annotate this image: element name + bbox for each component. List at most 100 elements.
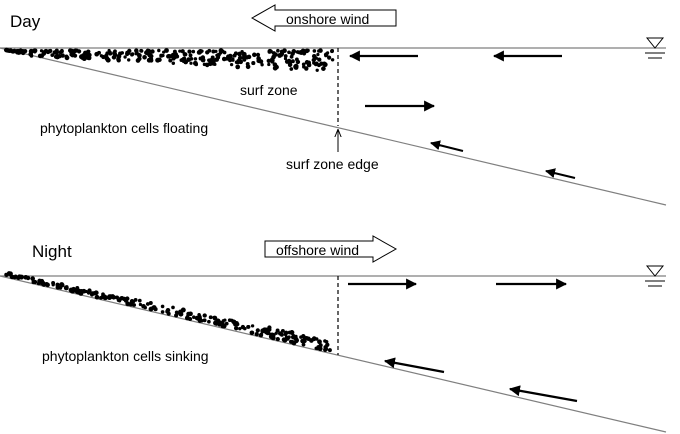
phytoplankton-cell [43, 49, 48, 54]
phytoplankton-cell [12, 275, 17, 280]
phytoplankton-cell [304, 335, 309, 340]
phytoplankton-cell [102, 295, 108, 301]
night-panel: Night offshore wind phytoplankton cells … [0, 235, 667, 433]
phytoplankton-cell [193, 57, 198, 61]
day-phytoplankton-cells [4, 47, 335, 72]
phytoplankton-cell [191, 49, 196, 54]
phytoplankton-cell [217, 322, 222, 327]
phytoplankton-cell [135, 58, 141, 63]
phytoplankton-cell [116, 58, 121, 63]
phytoplankton-cell [221, 319, 225, 323]
phytoplankton-cell [73, 288, 79, 293]
phytoplankton-cell [194, 62, 199, 67]
phytoplankton-cell [318, 343, 323, 348]
phytoplankton-cell [230, 318, 234, 322]
phytoplankton-cell [192, 315, 196, 319]
phytoplankton-cell [146, 48, 152, 54]
phytoplankton-cell [139, 48, 143, 53]
phytoplankton-cell [227, 57, 233, 63]
phytoplankton-cell [233, 51, 238, 56]
phytoplankton-cell [25, 275, 31, 281]
phytoplankton-cell [315, 68, 319, 72]
phytoplankton-cell [150, 49, 155, 54]
phytoplankton-cell [20, 48, 25, 54]
phytoplankton-cell [255, 52, 261, 57]
phytoplankton-cell [280, 53, 284, 57]
phytoplankton-cell [31, 49, 35, 53]
phytoplankton-cell [244, 55, 250, 60]
phytoplankton-cell [123, 298, 129, 303]
phytoplankton-cell [280, 328, 285, 333]
phytoplankton-cell [313, 62, 318, 67]
phytoplankton-cell [232, 321, 236, 325]
phytoplankton-cell [198, 56, 203, 61]
phytoplankton-cell [134, 48, 139, 53]
phytoplankton-cell [126, 58, 131, 62]
phytoplankton-cell [241, 51, 247, 57]
phytoplankton-cell [316, 52, 320, 57]
phytoplankton-cell [157, 48, 161, 53]
phytoplankton-cell [128, 301, 133, 307]
day-bottom-current-arrow-2 [545, 168, 576, 179]
phytoplankton-cell [16, 275, 21, 280]
phytoplankton-cell [241, 55, 246, 60]
phytoplankton-cell [266, 58, 271, 64]
phytoplankton-cell [295, 59, 301, 65]
phytoplankton-cell [317, 339, 322, 345]
phytoplankton-cell [32, 279, 38, 285]
phytoplankton-cell [94, 51, 100, 57]
phytoplankton-cell [282, 48, 287, 54]
phytoplankton-cell [159, 53, 164, 58]
phytoplankton-cell [153, 307, 158, 312]
phytoplankton-cell [200, 49, 204, 53]
phytoplankton-cell [137, 53, 142, 58]
phytoplankton-cell [284, 59, 290, 64]
phytoplankton-cell [143, 305, 147, 310]
night-bottom-current-arrow-2 [508, 385, 578, 403]
phytoplankton-cell [214, 49, 218, 54]
phytoplankton-cell [274, 331, 278, 335]
phytoplankton-cell [142, 55, 147, 60]
phytoplankton-cell [189, 56, 194, 61]
phytoplankton-cell [283, 332, 288, 337]
phytoplankton-cell [8, 48, 13, 53]
phytoplankton-cell [70, 48, 74, 53]
phytoplankton-cell [105, 51, 109, 55]
phytoplankton-cell [148, 301, 153, 305]
phytoplankton-cell [235, 64, 241, 70]
phytoplankton-cell [317, 57, 322, 62]
phytoplankton-cell [251, 61, 256, 66]
water-level-icon [645, 37, 665, 59]
phytoplankton-cell [145, 302, 150, 306]
offshore-wind-label: offshore wind [276, 242, 359, 258]
night-cells-label: phytoplankton cells sinking [42, 348, 209, 364]
phytoplankton-cell [216, 318, 221, 323]
phytoplankton-cell [317, 49, 321, 53]
surf-zone-label: surf zone [240, 82, 298, 98]
phytoplankton-cell [9, 274, 14, 279]
phytoplankton-cell [270, 332, 276, 338]
phytoplankton-cell [39, 278, 45, 284]
onshore-wind-label: onshore wind [286, 11, 369, 27]
phytoplankton-cell [245, 61, 250, 66]
phytoplankton-cell [138, 302, 143, 307]
phytoplankton-cell [74, 48, 79, 53]
phytoplankton-cell [94, 294, 100, 300]
phytoplankton-cell [189, 61, 193, 65]
phytoplankton-cell [132, 303, 137, 307]
phytoplankton-cell [272, 65, 278, 71]
phytoplankton-cell [270, 59, 275, 64]
phytoplankton-cell [107, 295, 112, 301]
phytoplankton-cell [149, 53, 154, 59]
phytoplankton-cell [184, 315, 190, 321]
phytoplankton-cell [283, 54, 288, 58]
phytoplankton-cell [312, 49, 317, 53]
phytoplankton-cell [183, 52, 188, 57]
phytoplankton-cell [202, 318, 207, 323]
phytoplankton-cell [99, 296, 103, 300]
phytoplankton-cell [127, 51, 131, 55]
phytoplankton-cell [256, 56, 261, 61]
phytoplankton-cell [89, 292, 95, 297]
phytoplankton-cell [186, 311, 191, 317]
